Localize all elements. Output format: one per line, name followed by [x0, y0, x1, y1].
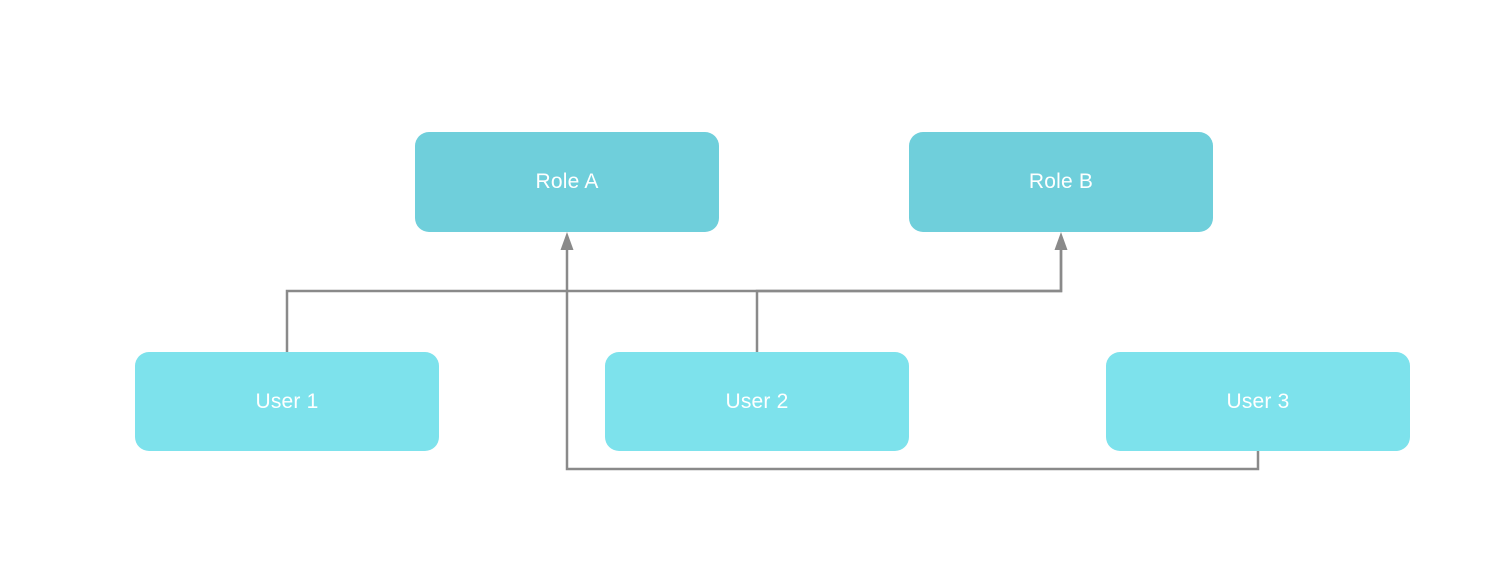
edge-user3-to-roleA[interactable] — [565, 248, 1260, 471]
node-user-1-label: User 1 — [255, 389, 319, 413]
node-role-b-label: Role B — [1028, 170, 1094, 193]
node-role-b[interactable]: Role B — [909, 132, 1213, 232]
node-user-2-label: User 2 — [725, 389, 789, 413]
edge-user2-to-roleB[interactable] — [755, 248, 1063, 352]
node-user-1[interactable]: User 1 — [135, 352, 439, 451]
node-role-a-label: Role A — [535, 170, 599, 193]
node-user-3-label: User 3 — [1226, 389, 1290, 413]
node-user-2[interactable]: User 2 — [605, 352, 909, 451]
arrowhead-into-roleB — [1054, 232, 1068, 250]
node-role-a[interactable]: Role A — [415, 132, 719, 232]
edge-user1-to-roleB[interactable] — [285, 248, 1063, 352]
arrowhead-into-roleA — [560, 232, 574, 250]
node-user-3[interactable]: User 3 — [1106, 352, 1410, 451]
